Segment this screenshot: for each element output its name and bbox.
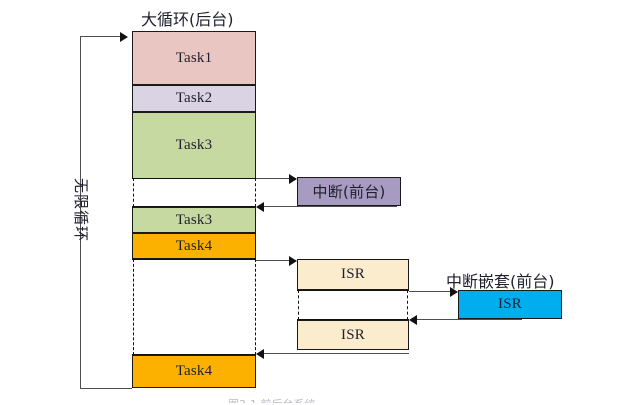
task-block-task1: Task1 — [132, 31, 256, 85]
isr-dash-left — [298, 290, 299, 320]
nested-isr-block: ISR — [458, 290, 562, 319]
task-block-task4-second: Task4 — [132, 355, 256, 388]
interrupt-return-arrowhead — [256, 201, 264, 212]
isr-gap-bottom-edge — [297, 319, 409, 321]
main-dash-left-2 — [133, 259, 134, 355]
footer-caption: 图3-1 前后台系统 — [228, 396, 315, 403]
interrupt-enter-arrowhead — [289, 173, 297, 184]
isr-block-lower: ISR — [297, 320, 409, 350]
main-gap-top-edge — [132, 178, 256, 180]
main-gap-bottom-edge — [132, 206, 256, 208]
main-dash-right-2 — [255, 259, 256, 355]
loop-top-arrowhead — [120, 31, 128, 42]
isr-block-upper: ISR — [297, 259, 409, 290]
main-dash-left-1 — [133, 178, 134, 207]
isr-return-line — [263, 353, 409, 355]
title-nested-interrupt: 中断嵌套(前台) — [446, 272, 555, 291]
isr-dash-right — [407, 290, 408, 320]
task-block-task3-second: Task3 — [132, 207, 256, 233]
task-block-task3-first: Task3 — [132, 112, 256, 179]
main-dash-right-1 — [255, 178, 256, 207]
loop-bottom-segment — [80, 388, 132, 390]
main-gap2-top-edge — [132, 259, 256, 261]
main-gap2-bottom-edge — [132, 354, 256, 356]
loop-top-segment — [80, 36, 122, 38]
isr-enter-line — [256, 260, 296, 262]
title-main-loop: 大循环(后台) — [141, 10, 234, 29]
loop-left-segment — [80, 36, 82, 389]
interrupt-block: 中断(前台) — [297, 177, 401, 206]
nested-return-arrowhead — [409, 314, 417, 325]
isr-enter-arrowhead — [289, 255, 297, 266]
loop-label: 无限循环 — [72, 178, 90, 243]
task-block-task4-first: Task4 — [132, 233, 256, 259]
isr-gap-top-edge — [297, 290, 409, 292]
task-block-task2: Task2 — [132, 85, 256, 112]
isr-return-arrowhead — [256, 348, 264, 359]
interrupt-return-line — [263, 206, 397, 208]
nested-enter-arrowhead — [450, 286, 458, 297]
nested-return-line — [416, 319, 522, 321]
nested-enter-line — [409, 291, 457, 293]
interrupt-enter-line — [256, 178, 296, 180]
